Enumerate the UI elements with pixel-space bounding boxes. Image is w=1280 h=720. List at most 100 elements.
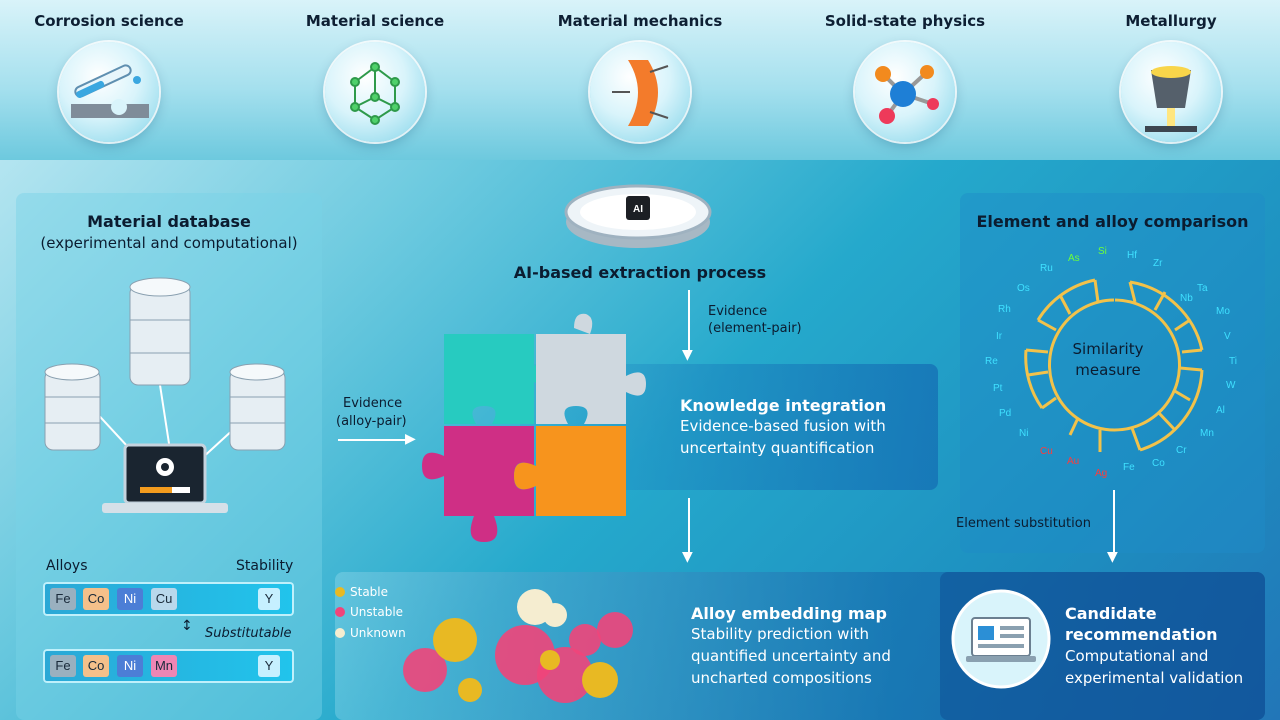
element-label: Cu [1040, 446, 1053, 457]
updown-arrow-icon: ↕ [181, 618, 193, 634]
element-label: Co [1152, 458, 1165, 469]
legend-unstable-label: Unstable [350, 605, 404, 619]
alloy-chip: Co [83, 588, 109, 610]
element-label: Ru [1040, 263, 1053, 274]
embedding-cluster-map [403, 589, 633, 703]
alloy-row-1: Fe Co Ni Cu Y [43, 582, 294, 616]
embedding-title: Alloy embedding map [691, 604, 887, 623]
substitutable-label: Substitutable [205, 626, 292, 641]
crucible-icon [1121, 42, 1221, 142]
alloy-chip: Fe [50, 655, 76, 677]
stability-chip: Y [258, 655, 280, 677]
embedding-line1: Stability prediction with [691, 625, 869, 643]
legend-dot-unknown [335, 628, 345, 638]
stability-label: Stability [236, 558, 294, 574]
alloy-row-2: Fe Co Ni Mn Y [43, 649, 294, 683]
knowledge-title: Knowledge integration [680, 396, 887, 415]
alloy-chip: Cu [151, 588, 177, 610]
field-label-metallurgy: Metallurgy [1125, 12, 1217, 30]
element-label: Ti [1229, 356, 1237, 367]
element-label: Pt [993, 383, 1003, 394]
corrosion-icon [59, 42, 159, 142]
alloy-chip: Ni [117, 655, 143, 677]
legend-stable: Stable [335, 585, 389, 599]
comparison-title: Element and alloy comparison [976, 212, 1249, 231]
arrow-right-line [338, 439, 410, 441]
ai-petri-dish-icon: AI [564, 184, 712, 248]
element-label: Zr [1153, 258, 1163, 269]
arrow-down-icon: ▼ [682, 549, 693, 565]
element-label: As [1068, 253, 1080, 264]
element-label: Mn [1200, 428, 1214, 439]
extraction-title: AI-based extraction process [513, 263, 767, 282]
alloys-label: Alloys [46, 558, 88, 574]
legend-unstable: Unstable [335, 605, 404, 619]
laptop-gear [102, 443, 228, 513]
arrow-down-line [1113, 490, 1115, 556]
evidence-element-label: Evidence [708, 304, 768, 319]
candidate-title-line1: Candidate [1065, 604, 1157, 623]
evidence-element-sub: (element-pair) [708, 321, 802, 336]
legend-unknown-label: Unknown [350, 626, 406, 640]
element-label: Hf [1127, 250, 1137, 261]
field-label-corrosion: Corrosion science [34, 12, 184, 30]
arrow-down-line [688, 498, 690, 556]
arrow-down-line [688, 290, 690, 352]
legend-stable-label: Stable [350, 585, 389, 599]
server-stack-left [44, 363, 101, 451]
element-label: V [1224, 331, 1231, 342]
element-label: Cr [1176, 445, 1187, 456]
stability-chip: Y [258, 588, 280, 610]
embedding-line2: quantified uncertainty and [691, 647, 891, 665]
element-label: Ni [1019, 428, 1029, 439]
comparison-panel [960, 193, 1265, 553]
element-label: Ag [1095, 468, 1108, 479]
database-title: Material database [87, 212, 251, 231]
database-illustration [44, 277, 286, 513]
legend-dot-unstable [335, 607, 345, 617]
alloy-chip: Mn [151, 655, 177, 677]
element-label: Re [985, 356, 998, 367]
alloy-chip: Fe [50, 588, 76, 610]
element-label: Rh [998, 304, 1011, 315]
crystal-lattice-icon [325, 42, 425, 142]
candidate-line1: Computational and [1065, 647, 1209, 665]
database-subtitle: (experimental and computational) [40, 234, 298, 252]
element-label: Al [1216, 405, 1225, 416]
evidence-alloy-sub: (alloy-pair) [336, 414, 407, 429]
element-label: Ir [996, 331, 1003, 342]
field-label-material-science: Material science [305, 12, 445, 30]
ai-chip-text: AI [633, 204, 643, 215]
server-stack-main [129, 277, 191, 386]
arrow-down-icon: ▼ [682, 347, 693, 363]
candidate-title-line2: recommendation [1065, 625, 1218, 644]
legend-dot-stable [335, 587, 345, 597]
element-label: Si [1098, 246, 1107, 257]
laptop-recommendation-icon [951, 589, 1051, 689]
alloy-chip: Co [83, 655, 109, 677]
alloy-chip: Ni [117, 588, 143, 610]
element-label: Fe [1123, 462, 1135, 473]
element-substitution-label: Element substitution [956, 516, 1091, 531]
arrow-right-icon: ▶ [405, 431, 416, 447]
element-label: Au [1067, 456, 1080, 467]
element-label: Ta [1197, 283, 1208, 294]
server-stack-right [229, 363, 286, 451]
knowledge-line1: Evidence-based fusion with [680, 417, 886, 435]
field-label-solid-state: Solid-state physics [824, 12, 986, 30]
molecule-icon [855, 42, 955, 142]
element-label: Mo [1216, 306, 1230, 317]
evidence-alloy-label: Evidence [343, 396, 403, 411]
element-label: Nb [1180, 293, 1193, 304]
knowledge-line2: uncertainty quantification [680, 439, 875, 457]
candidate-line2: experimental validation [1065, 669, 1244, 687]
element-label: Os [1017, 283, 1030, 294]
similarity-center-line2: measure [1075, 361, 1141, 379]
embedding-line3: uncharted compositions [691, 669, 872, 687]
legend-unknown: Unknown [335, 626, 406, 640]
element-label: Pd [999, 408, 1012, 419]
puzzle-illustration [422, 313, 646, 542]
similarity-center-line1: Similarity [1072, 340, 1144, 358]
stress-block-icon [590, 42, 690, 142]
similarity-dendrogram [1024, 278, 1204, 452]
